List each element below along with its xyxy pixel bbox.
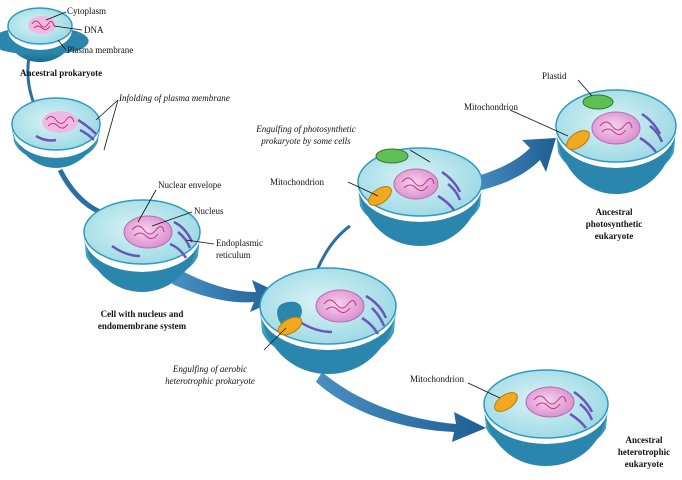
cell-nucleus-endomembrane [83,199,201,292]
cell-photosynthetic-eukaryote [555,89,677,194]
label-ancestral-prokaryote: Ancestral prokaryote [20,68,102,78]
label-cell-nucleus-line1: Cell with nucleus and [101,309,184,319]
cell-heterotrophic-eukaryote [483,369,609,466]
cell-infolding [11,97,101,168]
mitochondrion-photo-cell [368,186,392,206]
label-engulf-photo-line2: prokaryote by some cells [260,136,351,146]
cell-aerobic-engulfing [259,267,397,374]
label-mito-a: Mitochondrion [270,177,324,187]
label-cell-nucleus-line2: endomembrane system [98,321,187,331]
photosynthetic-prokaryote [375,148,409,164]
cell-ancestral-prokaryote [0,7,89,62]
label-cytoplasm: Cytoplasm [67,6,106,16]
arrow-to-heterotrophic [316,372,486,442]
label-engulf-photo-line1: Engulfing of photosynthetic [255,124,356,134]
path-infolding-to-nucleus [57,168,102,215]
label-plastid: Plastid [542,71,567,81]
label-hetero-line1: Ancestral [626,435,663,445]
leader-lines [45,11,593,399]
label-nucleus: Nucleus [194,206,224,216]
label-photo-line1: Ancestral [596,207,633,217]
arrow-to-aerobic [172,270,286,312]
label-photo-line2: photosynthetic [586,219,643,229]
label-plasma-membrane: Plasma membrane [67,45,133,55]
path-aerobic-to-photo-cell [316,224,351,269]
mitochondrion-hetero-eukaryote [494,392,518,412]
cell-photosynthetic-engulfing [357,147,483,246]
label-mito-b: Mitochondrion [464,102,518,112]
plastid [582,94,614,110]
label-dna: DNA [84,25,104,35]
label-nuclear-envelope: Nuclear envelope [158,180,221,190]
arrow-to-photosynthetic [470,138,556,192]
label-hetero-line3: eukaryote [625,459,664,469]
label-mito-c: Mitochondrion [410,374,464,384]
label-infolding: Infolding of plasma membrane [118,93,230,103]
label-photo-line3: eukaryote [595,231,634,241]
label-er-line2: reticulum [216,250,251,260]
label-er-line1: Endoplasmic [216,238,263,248]
mitochondrion-photo-eukaryote [566,130,590,150]
label-engulf-aerobic-line1: Engulfing of aerobic [172,364,247,374]
label-hetero-line2: heterotrophic [618,447,670,457]
label-engulf-aerobic-line2: heterotrophic prokaryote [165,376,255,386]
